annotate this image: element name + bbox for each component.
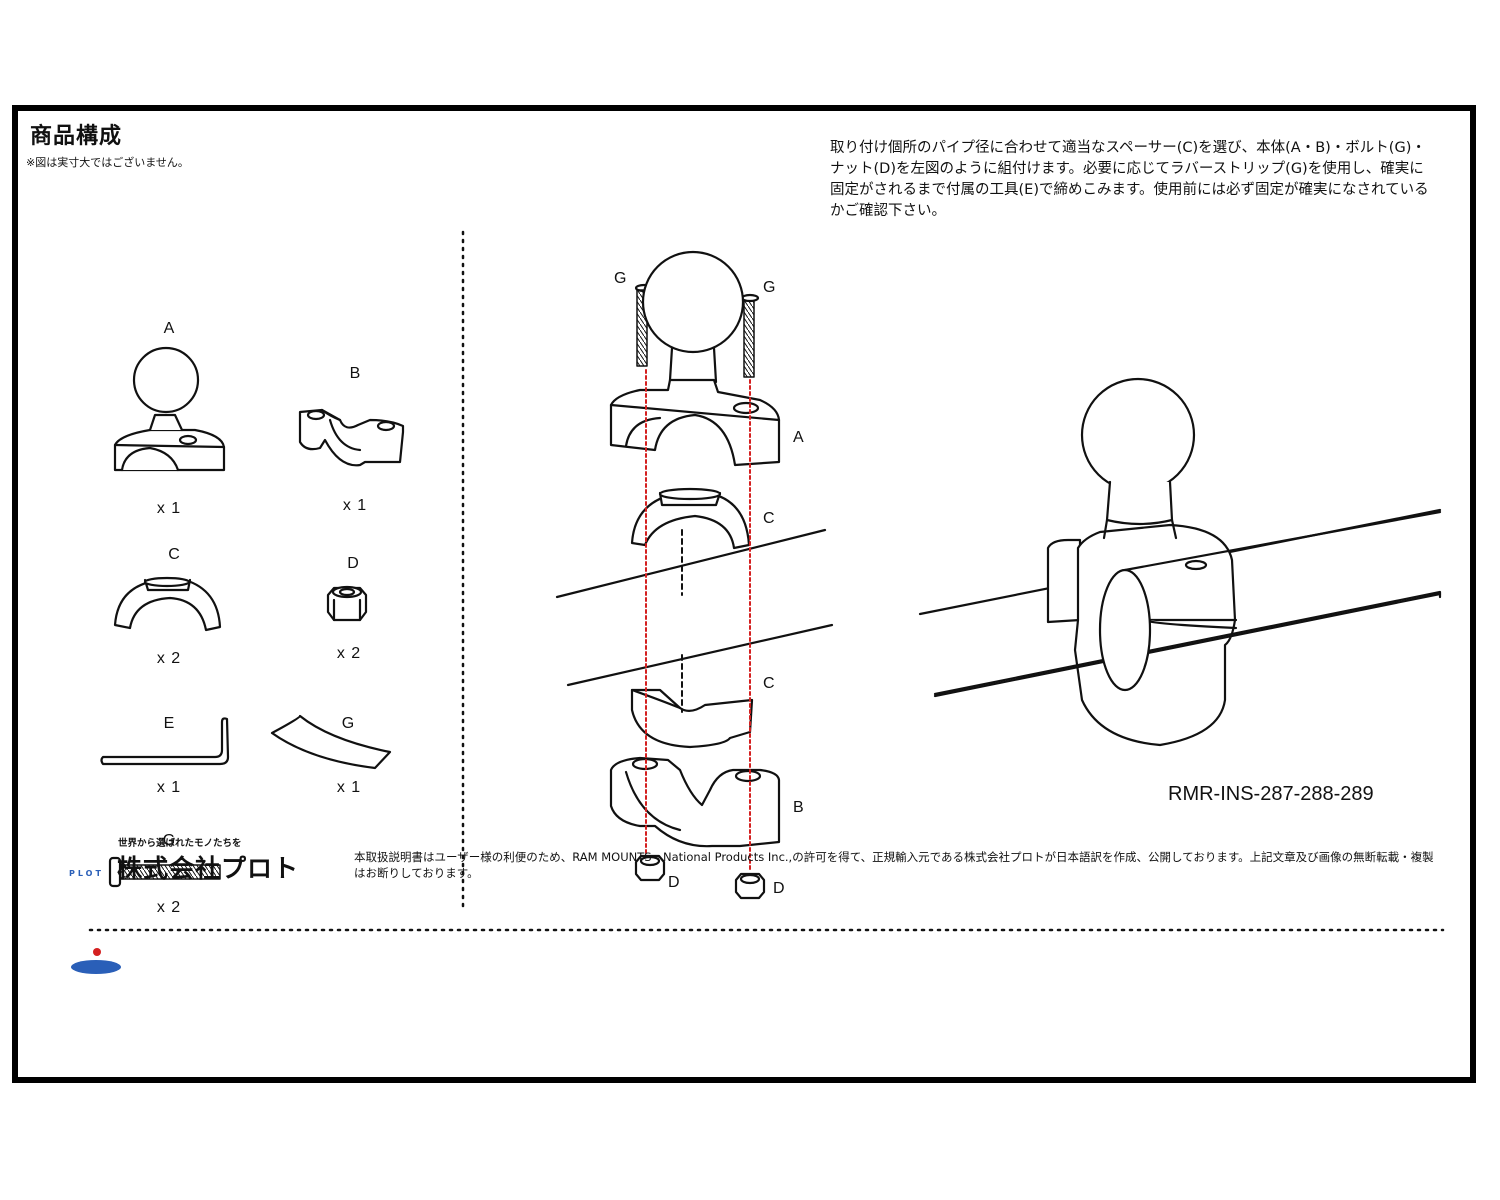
exploded-bolt-right [740,293,760,378]
exploded-label-c-bottom: C [763,675,775,692]
part-qty-g-bolt: x 2 [156,899,182,916]
copyright-disclaimer: 本取扱説明書はユーザー様の利便のため、RAM MOUNTS - National… [354,850,1434,880]
exploded-label-nut-left: D [668,874,680,891]
part-label-c: C [168,546,180,563]
part-qty-g-strip: x 1 [336,779,362,796]
part-qty-a: x 1 [156,500,182,517]
parts-section-title: 商品構成 [30,124,123,149]
guide-lines [645,369,751,873]
exploded-pipe [555,528,834,687]
part-b-drawing [298,408,405,467]
exploded-label-bolt-right: G [763,279,776,296]
part-d-drawing [326,585,368,622]
scale-note: ※図は実寸大ではございません。 [26,156,189,169]
company-name: 株式会社プロト [117,854,300,883]
exploded-nut-right [734,872,766,900]
exploded-label-b: B [793,799,804,816]
part-a-drawing [113,346,226,472]
exploded-part-b [609,756,781,848]
exploded-label-bolt-left: G [614,270,627,287]
exploded-label-nut-right: D [773,880,785,897]
company-tagline: 世界から選ばれたモノたちを [118,838,242,849]
part-qty-e: x 1 [156,779,182,796]
exploded-spacer-c-bottom [630,688,754,749]
exploded-label-c-top: C [763,510,775,527]
part-c-drawing [113,576,222,632]
exploded-nut-left [634,854,666,882]
document-id: RMR-INS-287-288-289 [1168,783,1374,805]
part-qty-b: x 1 [342,497,368,514]
part-label-d: D [347,555,359,572]
part-g-bolt-drawing [108,856,221,888]
part-label-b: B [349,365,361,382]
part-qty-d: x 2 [336,645,362,662]
part-label-g-strip: G [341,715,355,732]
assembled-view [918,377,1442,747]
logo-word: PLOT [69,869,104,878]
part-g-strip-drawing [270,714,392,770]
exploded-part-a [609,250,781,467]
assembly-instructions: 取り付け個所のパイプ径に合わせて適当なスペーサー(C)を選び、本体(A・B)・ボ… [830,140,1429,219]
part-e-drawing [100,717,230,766]
part-label-a: A [163,320,175,337]
exploded-label-a: A [793,429,804,446]
exploded-spacer-c-top [630,487,751,550]
part-label-g-bolt: G [162,832,176,849]
part-label-e: E [163,715,175,732]
part-qty-c: x 2 [156,650,182,667]
